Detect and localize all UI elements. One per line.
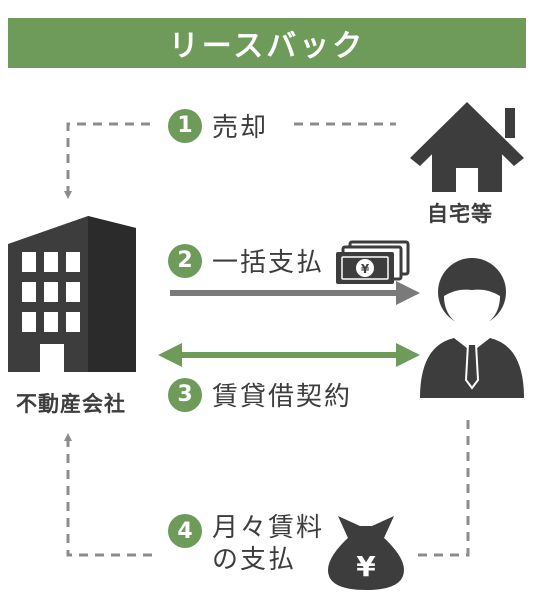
cash-yen-symbol: ¥ bbox=[361, 262, 370, 276]
step-1-sale: 1 売却 bbox=[168, 107, 268, 144]
lease-contract-arrow bbox=[158, 343, 420, 367]
step-2-label: 一括支払 bbox=[212, 248, 325, 278]
cash-bundle-icon: ¥ bbox=[336, 240, 410, 284]
step-1-label: 売却 bbox=[212, 113, 269, 143]
step-3-badge: 3 bbox=[168, 377, 202, 412]
money-bag-icon: ¥ bbox=[328, 516, 404, 590]
step-4-label: 月々賃料 の支払 bbox=[212, 513, 325, 575]
step-2-badge: 2 bbox=[168, 243, 202, 278]
office-building-icon bbox=[8, 216, 136, 372]
title-banner: リースバック bbox=[8, 18, 526, 68]
step-3-label: 賃貸借契約 bbox=[212, 382, 353, 412]
step-3-lease-contract: 3 賃貸借契約 bbox=[168, 376, 352, 413]
businessman-icon bbox=[420, 258, 524, 398]
title-text: リースバック bbox=[168, 29, 366, 64]
rent-flow-arrow bbox=[64, 420, 470, 557]
step-1-badge: 1 bbox=[168, 108, 202, 143]
step-4-monthly-rent: 4 月々賃料 の支払 bbox=[168, 512, 324, 576]
house-icon bbox=[410, 102, 524, 192]
sale-flow-arrow bbox=[64, 122, 396, 199]
bag-yen-symbol: ¥ bbox=[356, 550, 376, 583]
step-2-lump-sum-payment: 2 一括支払 bbox=[168, 242, 324, 279]
house-label: 自宅等 bbox=[427, 202, 493, 226]
company-label: 不動産会社 bbox=[16, 392, 126, 416]
step-4-badge: 4 bbox=[168, 514, 202, 548]
lump-sum-arrow bbox=[170, 281, 420, 305]
